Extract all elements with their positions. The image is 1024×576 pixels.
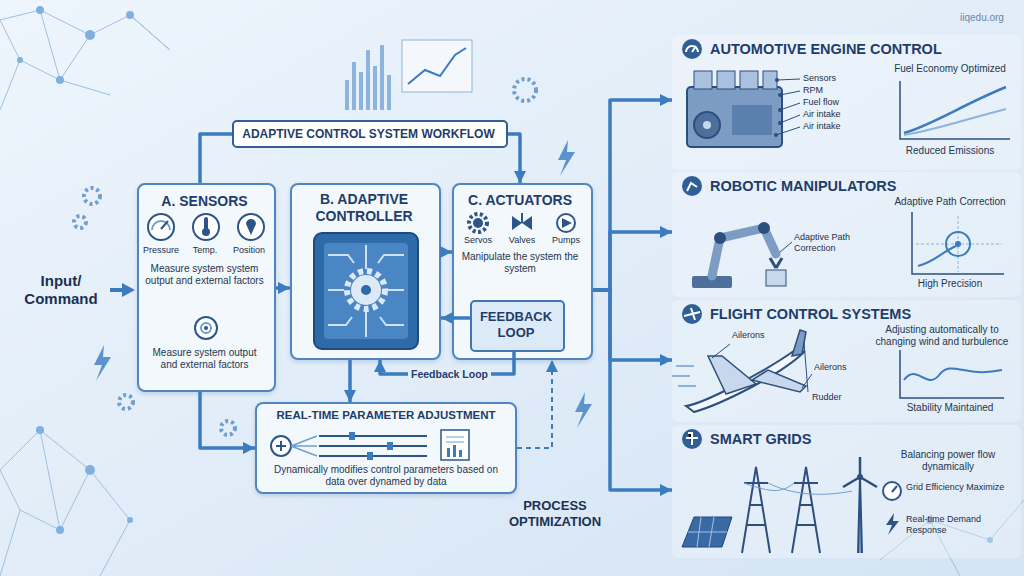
box-heading: FEEDBACK LOOP: [472, 309, 560, 340]
application-panel: ROBOTIC MANIPULATORSAdaptive Path Correc…: [672, 172, 1021, 297]
line-chart-decoration: [402, 40, 472, 92]
box-heading: B. ADAPTIVE CONTROLLER: [292, 191, 436, 225]
input-arrow: [110, 283, 135, 297]
connector: [200, 134, 232, 183]
part-label: Ailerons: [814, 362, 874, 373]
application-panel: SMART GRIDSBalancing power flow dynamica…: [672, 425, 1021, 558]
connector: [276, 286, 290, 290]
part-label: Sensors: [803, 73, 883, 84]
network-decoration: [0, 10, 1024, 576]
connector: [593, 232, 672, 290]
connector: [348, 360, 352, 402]
box-body: Measure system output and external facto…: [144, 347, 265, 371]
part-label: Ailerons: [732, 330, 792, 341]
box-heading: C. ACTUATORS: [454, 192, 586, 209]
process-box: REAL-TIME PARAMETER ADJUSTMENT Dynamicall…: [255, 402, 517, 494]
input-label: Input/ Command: [14, 272, 108, 308]
connector: [593, 100, 672, 290]
icon-label: Pressure: [139, 245, 183, 256]
box-body: Measure system system output and externa…: [144, 263, 265, 287]
bar-chart-decoration: [345, 45, 391, 110]
watermark: iiqedu.org: [960, 12, 1020, 24]
application-panel: FLIGHT CONTROL SYSTEMSAdjusting automati…: [672, 300, 1021, 422]
connector: [593, 290, 672, 490]
panel-heading: FLIGHT CONTROL SYSTEMS: [710, 306, 1010, 323]
box-heading: REAL-TIME PARAMETER ADJUSTMENT: [261, 409, 511, 423]
title-box: ADAPTIVE CONTROL SYSTEM WORKFLOW: [232, 120, 508, 148]
connector: [200, 392, 255, 448]
connector-label: Feedback Loop: [408, 368, 491, 381]
icon-label: Position: [227, 245, 271, 256]
panel-note: Grid Efficiency Maximize: [906, 482, 1016, 493]
box-body: Manipulate the system the system: [459, 251, 581, 275]
box-body: Dynamically modifies control parameters …: [263, 464, 509, 488]
chart-label: Adjusting automatically to changing wind…: [868, 324, 1016, 348]
process-box: B. ADAPTIVE CONTROLLER: [290, 183, 441, 360]
chart-label: Stability Maintained: [884, 402, 1016, 414]
part-label: Air intake: [803, 121, 883, 132]
connector: [441, 250, 452, 254]
part-label: Rudder: [812, 392, 872, 403]
chart-label: High Precision: [884, 278, 1016, 290]
callout-label: Adaptive Path Correction: [794, 232, 874, 254]
panel-heading: SMART GRIDS: [710, 431, 1010, 448]
feedback-box: FEEDBACK LOOP: [470, 300, 565, 352]
lightning-decoration: [94, 140, 592, 428]
process-box: A. SENSORS PressureTemp.PositionMeasure s…: [137, 183, 276, 392]
process-box: C. ACTUATORS ServosValvesPumpsManipulate …: [452, 183, 593, 360]
panel-note: Balancing power flow dynamically: [880, 449, 1016, 473]
connector: [508, 134, 520, 183]
icon-label: Valves: [500, 235, 544, 246]
box-title: ADAPTIVE CONTROL SYSTEM WORKFLOW: [234, 127, 503, 141]
connector: [441, 316, 470, 320]
chart-label: Reduced Emissions: [884, 145, 1016, 157]
part-label: Air intake: [803, 109, 883, 120]
icon-label: Pumps: [544, 235, 588, 246]
connector: [517, 360, 552, 448]
panel-heading: AUTOMOTIVE ENGINE CONTROL: [710, 41, 1010, 58]
box-heading: A. SENSORS: [139, 193, 270, 210]
chart-label: Fuel Economy Optimized: [884, 63, 1016, 75]
part-label: Fuel flow: [803, 97, 883, 108]
part-label: RPM: [803, 85, 883, 96]
process-label: PROCESS OPTIMIZATION: [493, 498, 617, 529]
application-panel: AUTOMOTIVE ENGINE CONTROL SensorsRPMFuel …: [672, 35, 1021, 170]
icon-label: Temp.: [183, 245, 227, 256]
panel-heading: ROBOTIC MANIPULATORS: [710, 178, 1010, 195]
panel-note: Real-time Demand Response: [906, 514, 1016, 536]
icon-label: Servos: [456, 235, 500, 246]
connector: [593, 290, 672, 360]
chart-label: Adaptive Path Correction: [884, 196, 1016, 208]
